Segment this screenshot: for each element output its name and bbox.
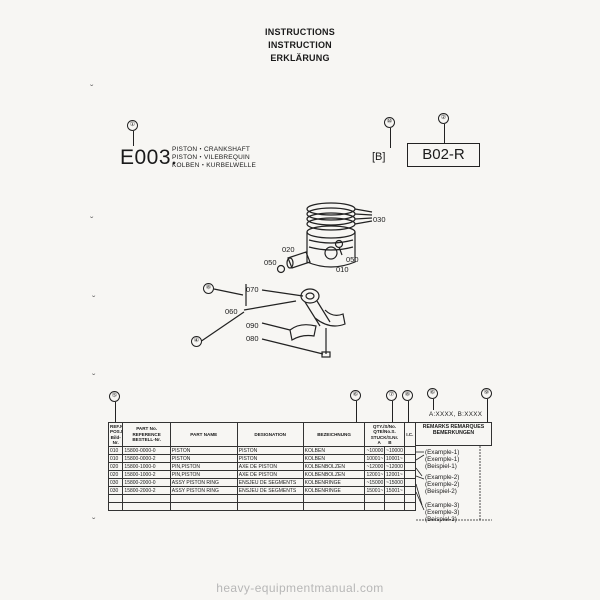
callout-6-left: ⑥ [350, 390, 361, 401]
callout-stem [487, 399, 488, 422]
table-header-row: REF.No. POS.No. Bild-Nr. PART No. REFERE… [107, 422, 417, 447]
col-remarks: REMARKS REMARQUES BEMERKUNGEN [416, 422, 492, 446]
col-part-name: PART NAME [169, 422, 238, 447]
punch-mark: ˇ [90, 216, 94, 227]
part-label-060: 060 [225, 307, 238, 316]
callout-stem [408, 401, 409, 422]
bearing-shell [289, 324, 317, 341]
callout-stem [115, 402, 116, 422]
piston-pin [286, 251, 311, 269]
callout-5: ⑤ [109, 391, 120, 402]
callout-1: ① [127, 120, 138, 131]
table-row: 020 15800-1000-2 PIN,PISTON AXE DE PISTO… [107, 470, 417, 479]
col-qty-b: B [388, 439, 392, 445]
serial-range-label: A:XXXX, B:XXXX [429, 411, 483, 418]
remark-example-2-en: (Example-2) [425, 474, 460, 481]
punch-mark: ˇ [92, 295, 96, 306]
parts-table: REF.No. POS.No. Bild-Nr. PART No. REFERE… [107, 422, 417, 511]
callout-4: ④ [191, 336, 202, 347]
remark-example-3-de: (Beispiel-3) [425, 516, 457, 523]
group-title-de: KOLBEN・KURBELWELLE [172, 162, 257, 169]
part-label-090: 090 [246, 321, 259, 330]
remark-example-2-fr: (Exemple-2) [425, 481, 460, 488]
callout-6-right: ⑥ [427, 388, 438, 399]
part-label-050-left: 050 [264, 258, 277, 267]
remark-example-1-en: (Example-1) [425, 449, 460, 456]
callout-2: ② [438, 113, 449, 124]
watermark: heavy-equipmentmanual.com [216, 581, 384, 595]
callout-stem [444, 124, 445, 143]
punch-mark: ˇ [92, 373, 96, 384]
remark-example-3-fr: (Exemple-3) [425, 509, 460, 516]
remark-example-1-de: (Beispiel-1) [425, 463, 457, 470]
punch-mark: ˇ [92, 517, 96, 528]
col-qty-label: QTY./S/No. QTE/No.S. STUCK/S.Nr. [370, 423, 399, 440]
col-part-no: PART No. REFERENCE BESTELL-Nr. [122, 422, 171, 447]
part-label-080: 080 [246, 334, 259, 343]
part-label-030: 030 [373, 215, 386, 224]
part-label-010: 010 [336, 265, 349, 274]
callout-stem [392, 401, 393, 422]
heading-instructions-en: INSTRUCTIONS [265, 27, 335, 37]
piston-body [306, 225, 356, 268]
col-ref: REF.No. POS.No. Bild-Nr. [107, 422, 124, 447]
group-title-fr: PISTON・VILEBREQUIN [172, 154, 250, 161]
col-qty: QTY./S/No. QTE/No.S. STUCK/S.Nr. A B [364, 422, 405, 447]
variant-code: [B] [372, 151, 386, 163]
callout-10: ⑩ [384, 117, 395, 128]
group-title-en: PISTON・CRANKSHAFT [172, 146, 251, 153]
heading-instructions-fr: INSTRUCTION [268, 40, 332, 50]
part-label-050-right: 050 [346, 255, 359, 264]
punch-mark: ˇ [90, 84, 94, 95]
group-code: E003. [120, 146, 178, 169]
circlip-left [276, 264, 286, 274]
col-qty-a: A [377, 439, 381, 445]
remark-example-1-fr: (Exemple-1) [425, 456, 460, 463]
callout-8: ⑧ [203, 283, 214, 294]
part-label-070: 070 [246, 285, 259, 294]
callout-stem [133, 131, 134, 146]
callout-8-table: ⑧ [402, 390, 413, 401]
remark-example-3-en: (Example-3) [425, 502, 460, 509]
table-row: 010 15800-0000-2 PISTON PISTON KOLBEN 10… [107, 454, 417, 463]
callout-stem [433, 399, 434, 410]
model-code-box: B02-R [407, 143, 480, 167]
part-label-020: 020 [282, 245, 295, 254]
conrod-bolt [321, 328, 331, 358]
callout-stem [390, 128, 391, 148]
callout-stem [356, 401, 357, 422]
callout-9: ⑨ [481, 388, 492, 399]
table-row-empty [107, 502, 417, 511]
heading-instructions-de: ERKLÄRUNG [270, 53, 330, 63]
remark-example-2-de: (Beispiel-2) [425, 488, 457, 495]
callout-7: ⑦ [386, 390, 397, 401]
